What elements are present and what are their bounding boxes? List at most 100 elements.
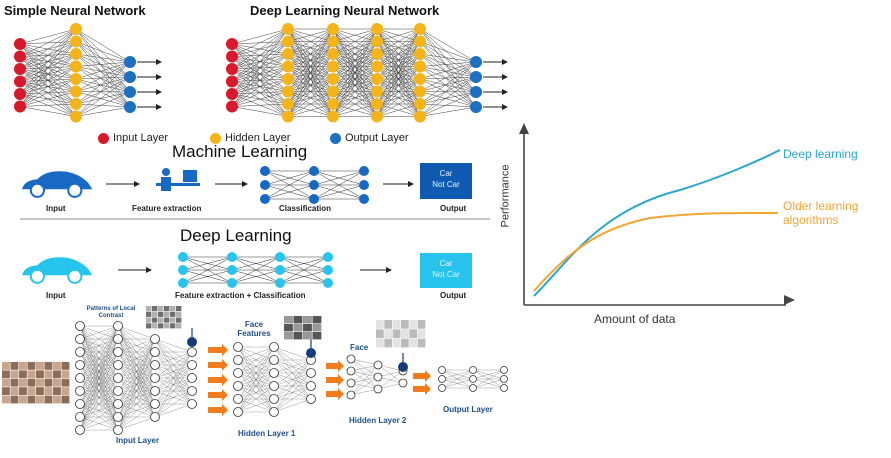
connection-line (19, 53, 77, 107)
connection-line (19, 28, 77, 45)
image-tile (401, 329, 409, 339)
connection-line (237, 346, 275, 374)
connection-line (237, 385, 275, 413)
neuron (373, 372, 383, 382)
neuron (70, 48, 82, 60)
image-tile (417, 320, 426, 329)
connection-line (117, 325, 156, 340)
connection-line (19, 66, 77, 107)
flow-arrows (2, 168, 490, 416)
image-tile (164, 311, 170, 317)
neuron (227, 278, 237, 288)
image-tile (401, 338, 409, 348)
image-tile (53, 387, 61, 395)
connection-line (441, 378, 474, 389)
image-tile (409, 320, 418, 329)
output-neuron (306, 348, 316, 358)
connection-line (472, 378, 505, 389)
connection-line (19, 28, 77, 82)
connection-line (419, 78, 477, 93)
connection-line (419, 41, 477, 63)
image-tile (19, 370, 27, 379)
connection-line (79, 325, 119, 431)
neuron (269, 355, 279, 365)
connection-line (154, 338, 193, 353)
connection-line (154, 351, 193, 379)
connection-line (79, 325, 119, 340)
connection-line (419, 28, 477, 93)
neuron (306, 381, 316, 391)
perf-y-label: Performance (499, 164, 512, 228)
neuron (275, 265, 285, 275)
neuron (327, 48, 339, 60)
monitor-icon (183, 170, 197, 182)
arrow-head (156, 74, 162, 80)
ml-output-box: Car Not Car (420, 163, 472, 199)
neuron (275, 252, 285, 262)
connection-line (75, 28, 131, 93)
hidden-layer-1-label: Hidden Layer 1 (238, 429, 296, 438)
output-neuron (187, 337, 197, 347)
neuron (113, 373, 123, 383)
arrow-head (156, 104, 162, 110)
neuron (371, 60, 383, 73)
connection-line (182, 256, 233, 284)
desk-icon (156, 183, 200, 186)
neuron (414, 73, 426, 85)
image-tile (303, 324, 312, 332)
neuron (233, 381, 243, 391)
connection-line (287, 91, 334, 117)
neuron (470, 86, 482, 98)
connection-line (75, 91, 131, 108)
neuron (469, 366, 477, 374)
image-tile (61, 370, 70, 379)
neuron (260, 180, 270, 190)
connection-line (264, 170, 315, 200)
neuron (233, 394, 243, 404)
image-tile (152, 317, 158, 323)
neuron (371, 73, 383, 85)
connection-line (117, 338, 156, 353)
connection-line (287, 28, 334, 80)
neuron (150, 360, 160, 370)
neuron (150, 399, 160, 409)
image-tile (19, 378, 27, 387)
neuron (500, 366, 508, 374)
connection-line (441, 369, 474, 380)
neuron (226, 63, 238, 75)
image-tile (312, 332, 322, 340)
image-tile (293, 316, 303, 324)
connection-line (419, 76, 477, 117)
connection-line (182, 269, 233, 284)
neuron (500, 375, 508, 383)
flow-arrow-head (386, 267, 392, 273)
connection-line (332, 28, 378, 67)
connection-line (287, 28, 334, 67)
connection-line (75, 53, 131, 93)
connection-line (231, 28, 289, 82)
connection-line (231, 256, 281, 271)
connection-line (313, 170, 365, 200)
neuron (150, 412, 160, 422)
connection-line (231, 28, 289, 45)
car-wheel (67, 268, 83, 284)
connection-line (154, 403, 193, 418)
neuron (75, 321, 85, 331)
neuron (233, 368, 243, 378)
connection-line (332, 28, 378, 105)
image-tile (384, 329, 393, 339)
neuron (346, 390, 356, 400)
image-tile (164, 317, 170, 323)
connection-line (19, 41, 77, 107)
connection-line (79, 325, 119, 405)
connection-line (376, 78, 421, 117)
connection-line (75, 61, 131, 67)
connection-line (75, 61, 131, 105)
neuron (282, 73, 294, 85)
neuron (327, 73, 339, 85)
connection-line (79, 351, 119, 431)
connection-line (419, 78, 477, 108)
neuron (233, 355, 243, 365)
arrow-head (502, 74, 508, 80)
connection-line (419, 61, 477, 105)
